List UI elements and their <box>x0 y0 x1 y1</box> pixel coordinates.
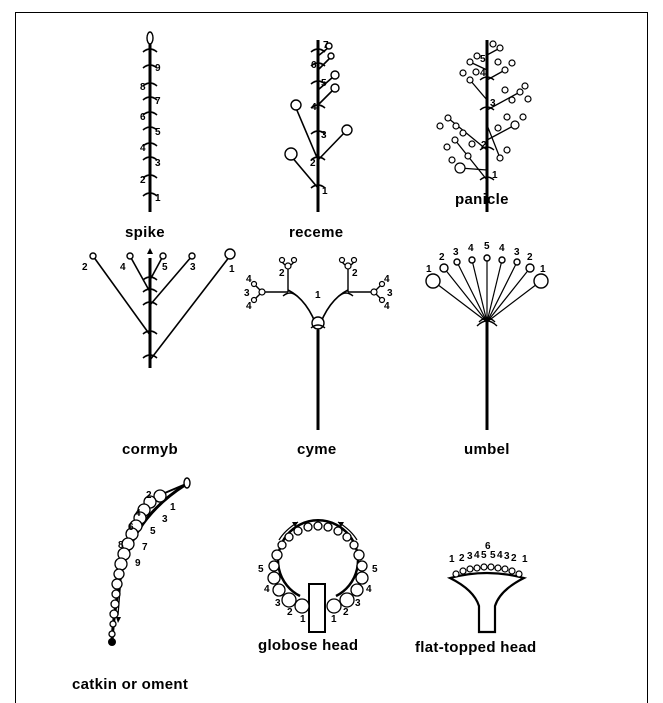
catkin-number: 2 <box>146 490 152 501</box>
globose-number: 1 <box>300 614 306 625</box>
corymb-number: 2 <box>82 262 88 273</box>
umbel-diagram: 1 2 3 4 5 4 3 2 1 umbel <box>426 241 548 458</box>
catkin-number: 4 <box>135 508 141 519</box>
corymb-number: 3 <box>190 262 196 273</box>
umbel-number: 5 <box>484 241 490 252</box>
globose-number: 3 <box>355 598 361 609</box>
globose-number: 5 <box>258 564 264 575</box>
spike-number: 1 <box>155 193 161 204</box>
spike-number: 7 <box>155 96 161 107</box>
flat-head-number: 1 <box>449 554 455 565</box>
umbel-number: 2 <box>439 252 445 263</box>
cyme-number: 4 <box>246 274 252 285</box>
raceme-number: 3 <box>321 130 327 141</box>
globose-head-diagram: 5 4 3 2 1 1 2 3 4 5 globose head <box>258 520 378 654</box>
catkin-number: 5 <box>150 526 156 537</box>
spike-diagram: 1 2 3 4 5 6 7 8 9 spike <box>125 32 165 241</box>
catkin-number: 6 <box>128 522 134 533</box>
flat-head-number: 3 <box>467 551 473 562</box>
raceme-number: 7 <box>323 40 329 51</box>
umbel-number: 1 <box>540 264 546 275</box>
corymb-number: 4 <box>120 262 126 273</box>
catkin-number: 8 <box>118 540 124 551</box>
globose-number: 1 <box>331 614 337 625</box>
globose-number: 4 <box>366 584 372 595</box>
panicle-number: 1 <box>492 170 498 181</box>
spike-number: 3 <box>155 158 161 169</box>
panicle-diagram: 5 4 3 2 1 panicle <box>437 40 531 212</box>
corymb-number: 1 <box>229 264 235 275</box>
globose-head-label: globose head <box>258 637 358 654</box>
umbel-number: 3 <box>453 247 459 258</box>
umbel-number: 2 <box>527 252 533 263</box>
cyme-number: 4 <box>384 274 390 285</box>
catkin-number: 7 <box>142 542 148 553</box>
flat-head-number: 4 <box>474 550 480 561</box>
umbel-label: umbel <box>464 441 510 458</box>
raceme-number: 2 <box>310 158 316 169</box>
cyme-number: 4 <box>246 301 252 312</box>
globose-number: 3 <box>275 598 281 609</box>
raceme-label: receme <box>289 224 343 241</box>
panicle-number: 2 <box>481 140 487 151</box>
cyme-number: 1 <box>315 290 321 301</box>
cyme-number: 3 <box>244 288 250 299</box>
cyme-number: 3 <box>387 288 393 299</box>
raceme-number: 5 <box>321 78 327 89</box>
flat-head-number: 1 <box>522 554 528 565</box>
spike-number: 2 <box>140 175 146 186</box>
flat-topped-head-label: flat-topped head <box>415 639 536 656</box>
globose-number: 2 <box>287 607 293 618</box>
spike-number: 5 <box>155 127 161 138</box>
globose-number: 5 <box>372 564 378 575</box>
raceme-number: 4 <box>311 102 317 113</box>
flat-head-number: 5 <box>490 550 496 561</box>
cyme-number: 2 <box>279 268 285 279</box>
catkin-number: 1 <box>170 502 176 513</box>
corymb-label: cormyb <box>122 441 178 458</box>
umbel-number: 4 <box>468 243 474 254</box>
globose-number: 4 <box>264 584 270 595</box>
catkin-number: 3 <box>162 514 168 525</box>
flat-head-number: 3 <box>504 551 510 562</box>
globose-number: 2 <box>343 607 349 618</box>
raceme-number: 6 <box>311 60 317 71</box>
catkin-diagram: 2 1 3 4 5 6 7 8 9 catkin or oment <box>72 478 190 693</box>
cyme-diagram: 1 2 2 3 3 4 4 4 4 cyme <box>244 258 393 459</box>
catkin-label: catkin or oment <box>72 676 188 693</box>
panicle-label: panicle <box>455 191 509 208</box>
catkin-number: 9 <box>135 558 141 569</box>
flat-topped-head-diagram: 1 2 3 4 5 6 5 4 3 2 1 flat-topped head <box>415 541 536 656</box>
cyme-label: cyme <box>297 441 337 458</box>
cyme-number: 2 <box>352 268 358 279</box>
raceme-number: 1 <box>322 186 328 197</box>
panicle-number: 4 <box>480 68 486 79</box>
panicle-number: 5 <box>480 54 486 65</box>
corymb-diagram: 2 4 5 3 1 cormyb <box>82 248 235 458</box>
umbel-number: 1 <box>426 264 432 275</box>
flat-head-number: 4 <box>497 550 503 561</box>
umbel-number: 3 <box>514 247 520 258</box>
spike-number: 4 <box>140 143 146 154</box>
flat-head-number: 2 <box>511 553 517 564</box>
raceme-diagram: 7 6 5 4 3 2 1 receme <box>285 40 352 241</box>
spike-number: 8 <box>140 82 146 93</box>
flat-head-number: 2 <box>459 553 465 564</box>
corymb-number: 5 <box>162 262 168 273</box>
umbel-number: 4 <box>499 243 505 254</box>
cyme-number: 4 <box>384 301 390 312</box>
spike-number: 6 <box>140 112 146 123</box>
panicle-number: 3 <box>490 98 496 109</box>
spike-number: 9 <box>155 63 161 74</box>
spike-label: spike <box>125 224 165 241</box>
